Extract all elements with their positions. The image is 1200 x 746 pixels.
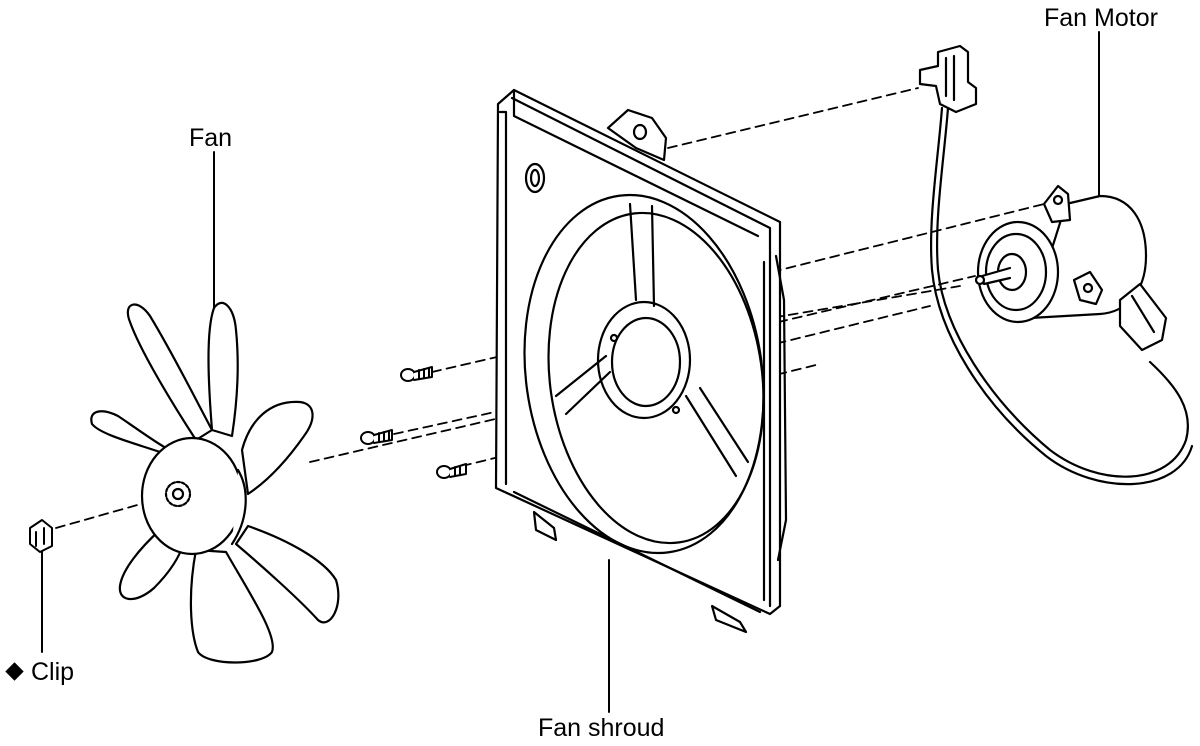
label-clip: Clip	[31, 658, 75, 686]
fan-blade	[236, 526, 338, 622]
fan-blade	[209, 303, 238, 436]
fan-blade	[91, 411, 166, 452]
fan	[91, 303, 338, 663]
fan-hub-edge	[232, 470, 246, 544]
fan-hub	[142, 438, 242, 554]
screws	[361, 367, 466, 478]
fan-blade	[128, 305, 212, 440]
fan-motor	[976, 186, 1166, 350]
label-fan: Fan	[189, 124, 233, 152]
label-fan-motor: Fan Motor	[1044, 4, 1158, 32]
wire-harness	[931, 108, 1192, 484]
motor-body	[1030, 196, 1146, 318]
screw	[401, 367, 432, 381]
fan-blade	[242, 402, 313, 494]
fan-shroud	[496, 90, 786, 632]
label-fan-shroud: Fan shroud	[538, 714, 665, 742]
leader-lines	[42, 32, 1099, 712]
screw	[437, 464, 466, 478]
clip	[30, 520, 52, 552]
fan-blade	[191, 550, 273, 663]
label-clip-group: Clip	[5, 658, 75, 686]
screw	[361, 430, 392, 444]
diamond-icon	[5, 662, 24, 681]
connector	[920, 46, 976, 112]
